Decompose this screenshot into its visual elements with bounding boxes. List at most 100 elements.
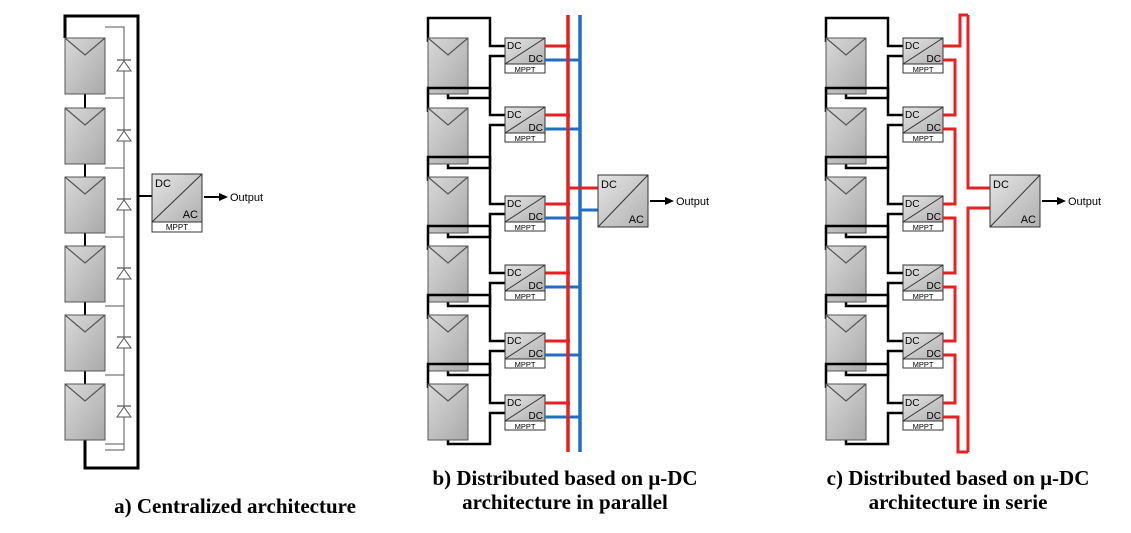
pv-module-body [427,314,469,372]
pv-module-glyph [64,107,106,126]
pv-module-icon [825,314,867,372]
diode-triangle [116,406,132,418]
pv-module-body [64,107,106,165]
pv-module-body [64,37,106,95]
converter-mppt-box [504,63,546,74]
output-arrow-head [1057,197,1066,205]
converter-mppt-box [902,420,944,431]
pv-module-body [825,383,867,441]
inverter-feed-negative [966,206,990,452]
pv-module-icon [427,314,469,372]
converter-diagonal [504,264,546,292]
module-positive-wire [824,155,903,206]
converter-mppt-box [902,221,944,232]
converter-diagonal [902,332,944,360]
module-positive-wire [426,16,505,48]
converter-label-out: DC [927,212,941,223]
converter-mppt-box [902,290,944,301]
module-positive-wire [824,362,903,405]
pv-module-glyph [825,37,867,56]
serial-chain-wire [943,353,957,405]
converter-diagonal [902,394,944,422]
converter-label-out: DC [529,54,543,65]
pv-module-glyph [825,176,867,195]
output-arrow-icon: Output [650,196,709,208]
caption-centralized: a) Centralized architecture [95,480,375,518]
pv-module-glyph [64,176,106,195]
output-label: Output [230,192,263,204]
converter-mppt-box [902,63,944,74]
parallel-architecture-diagram: DCDCMPPTDCDCMPPTDCDCMPPTDCDCMPPTDCDCMPPT… [426,15,709,452]
converter-mppt-box [504,420,546,431]
converter-label-in: DC [507,268,521,279]
converter-label-in: DC [507,110,521,121]
pv-module-icon [64,107,106,165]
module-positive-wire [426,86,505,117]
pv-module-icon [64,314,106,372]
caption-parallel: b) Distributed based on μ-DC architectur… [385,466,745,514]
pv-module-icon [64,245,106,303]
converter-label-in: DC [507,336,521,347]
converter-diagonal [504,332,546,360]
output-arrow-head [665,197,674,205]
pv-module-body [427,107,469,165]
output-arrow-head [219,193,228,201]
converter-label-in: DC [905,268,919,279]
pv-module-icon [64,176,106,234]
converter-label-out: DC [927,54,941,65]
module-positive-wire [426,155,505,206]
pv-module-body [825,176,867,234]
pv-module-body [64,314,106,372]
pv-module-body [825,37,867,95]
diode-triangle [116,199,132,211]
converter-label-out: DC [927,349,941,360]
pv-module-icon [825,383,867,441]
converter-diagonal [504,37,546,65]
output-label: Output [676,196,709,208]
bypass-diode-icon [116,129,132,142]
module-positive-wire [824,293,903,343]
inverter-label-out: AC [1021,214,1036,226]
converter-mppt-label: MPPT [913,223,934,232]
diode-triangle [116,130,132,142]
converter-mppt-box [504,358,546,369]
converter-label-out: DC [529,349,543,360]
diode-triangle [116,268,132,280]
module-positive-wire [426,293,505,343]
pv-module-icon [825,176,867,234]
bypass-diode-icon [116,198,132,211]
converter-diagonal [902,37,944,65]
inverter-label-in: DC [155,178,171,190]
converter-label-in: DC [507,398,521,409]
converter-label-out: DC [529,123,543,134]
diode-triangle [116,60,132,72]
converter-label-in: DC [905,199,919,210]
pv-module-glyph [427,176,469,195]
pv-module-icon [825,245,867,303]
pv-module-body [64,176,106,234]
converter-diagonal [504,394,546,422]
converter-mppt-label: MPPT [515,422,536,431]
serial-chain-wire [943,58,957,117]
pv-module-body [427,176,469,234]
pv-module-glyph [825,314,867,333]
pv-module-icon [825,107,867,165]
inverter-mppt-label: MPPT [166,223,188,232]
pv-module-body [64,245,106,303]
caption-serial: c) Distributed based on μ-DC architectur… [778,466,1131,514]
serial-chain-wire [943,13,968,48]
converter-diagonal [902,195,944,223]
pv-module-icon [427,245,469,303]
converter-mppt-label: MPPT [515,360,536,369]
converter-diagonal [504,106,546,134]
bypass-diode-icon [116,267,132,280]
serial-architecture-diagram: DCDCMPPTDCDCMPPTDCDCMPPTDCDCMPPTDCDCMPPT… [824,13,1101,454]
